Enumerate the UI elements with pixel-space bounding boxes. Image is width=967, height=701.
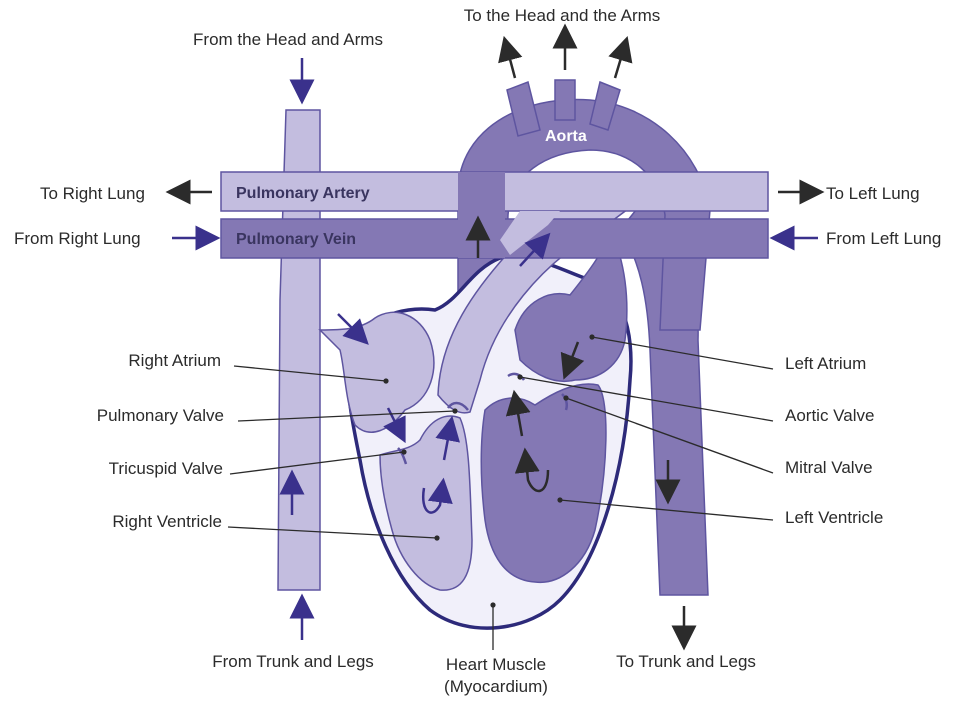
pulmonary-vein-label: Pulmonary Vein — [236, 231, 356, 248]
left-atrium-label: Left Atrium — [785, 354, 866, 373]
mitral-valve-label: Mitral Valve — [785, 458, 873, 477]
to-right-lung-label: To Right Lung — [40, 184, 145, 203]
pulmonary-valve-label: Pulmonary Valve — [97, 406, 224, 425]
to-head-arms-label: To the Head and the Arms — [464, 6, 661, 25]
from-head-arms-label: From the Head and Arms — [193, 30, 383, 49]
from-left-lung-label: From Left Lung — [826, 229, 941, 248]
arrow-to-head-1 — [507, 48, 515, 78]
pulmonary-artery-label: Pulmonary Artery — [236, 185, 370, 202]
aortic-valve-label: Aortic Valve — [785, 406, 874, 425]
heart-muscle-label: Heart Muscle — [446, 655, 546, 674]
right-atrium-label: Right Atrium — [128, 351, 221, 370]
from-right-lung-label: From Right Lung — [14, 229, 141, 248]
right-ventricle-label: Right Ventricle — [112, 512, 222, 531]
from-trunk-legs-label: From Trunk and Legs — [212, 652, 374, 671]
aorta-label: Aorta — [545, 128, 587, 145]
myocardium-label: (Myocardium) — [444, 677, 548, 696]
tricuspid-valve-label: Tricuspid Valve — [109, 459, 223, 478]
left-ventricle-label: Left Ventricle — [785, 508, 883, 527]
to-trunk-legs-label: To Trunk and Legs — [616, 652, 756, 671]
ascending-aorta-overlay — [458, 172, 505, 258]
to-left-lung-label: To Left Lung — [826, 184, 920, 203]
arrow-to-head-3 — [615, 48, 624, 78]
aorta-branch-2 — [555, 80, 575, 120]
